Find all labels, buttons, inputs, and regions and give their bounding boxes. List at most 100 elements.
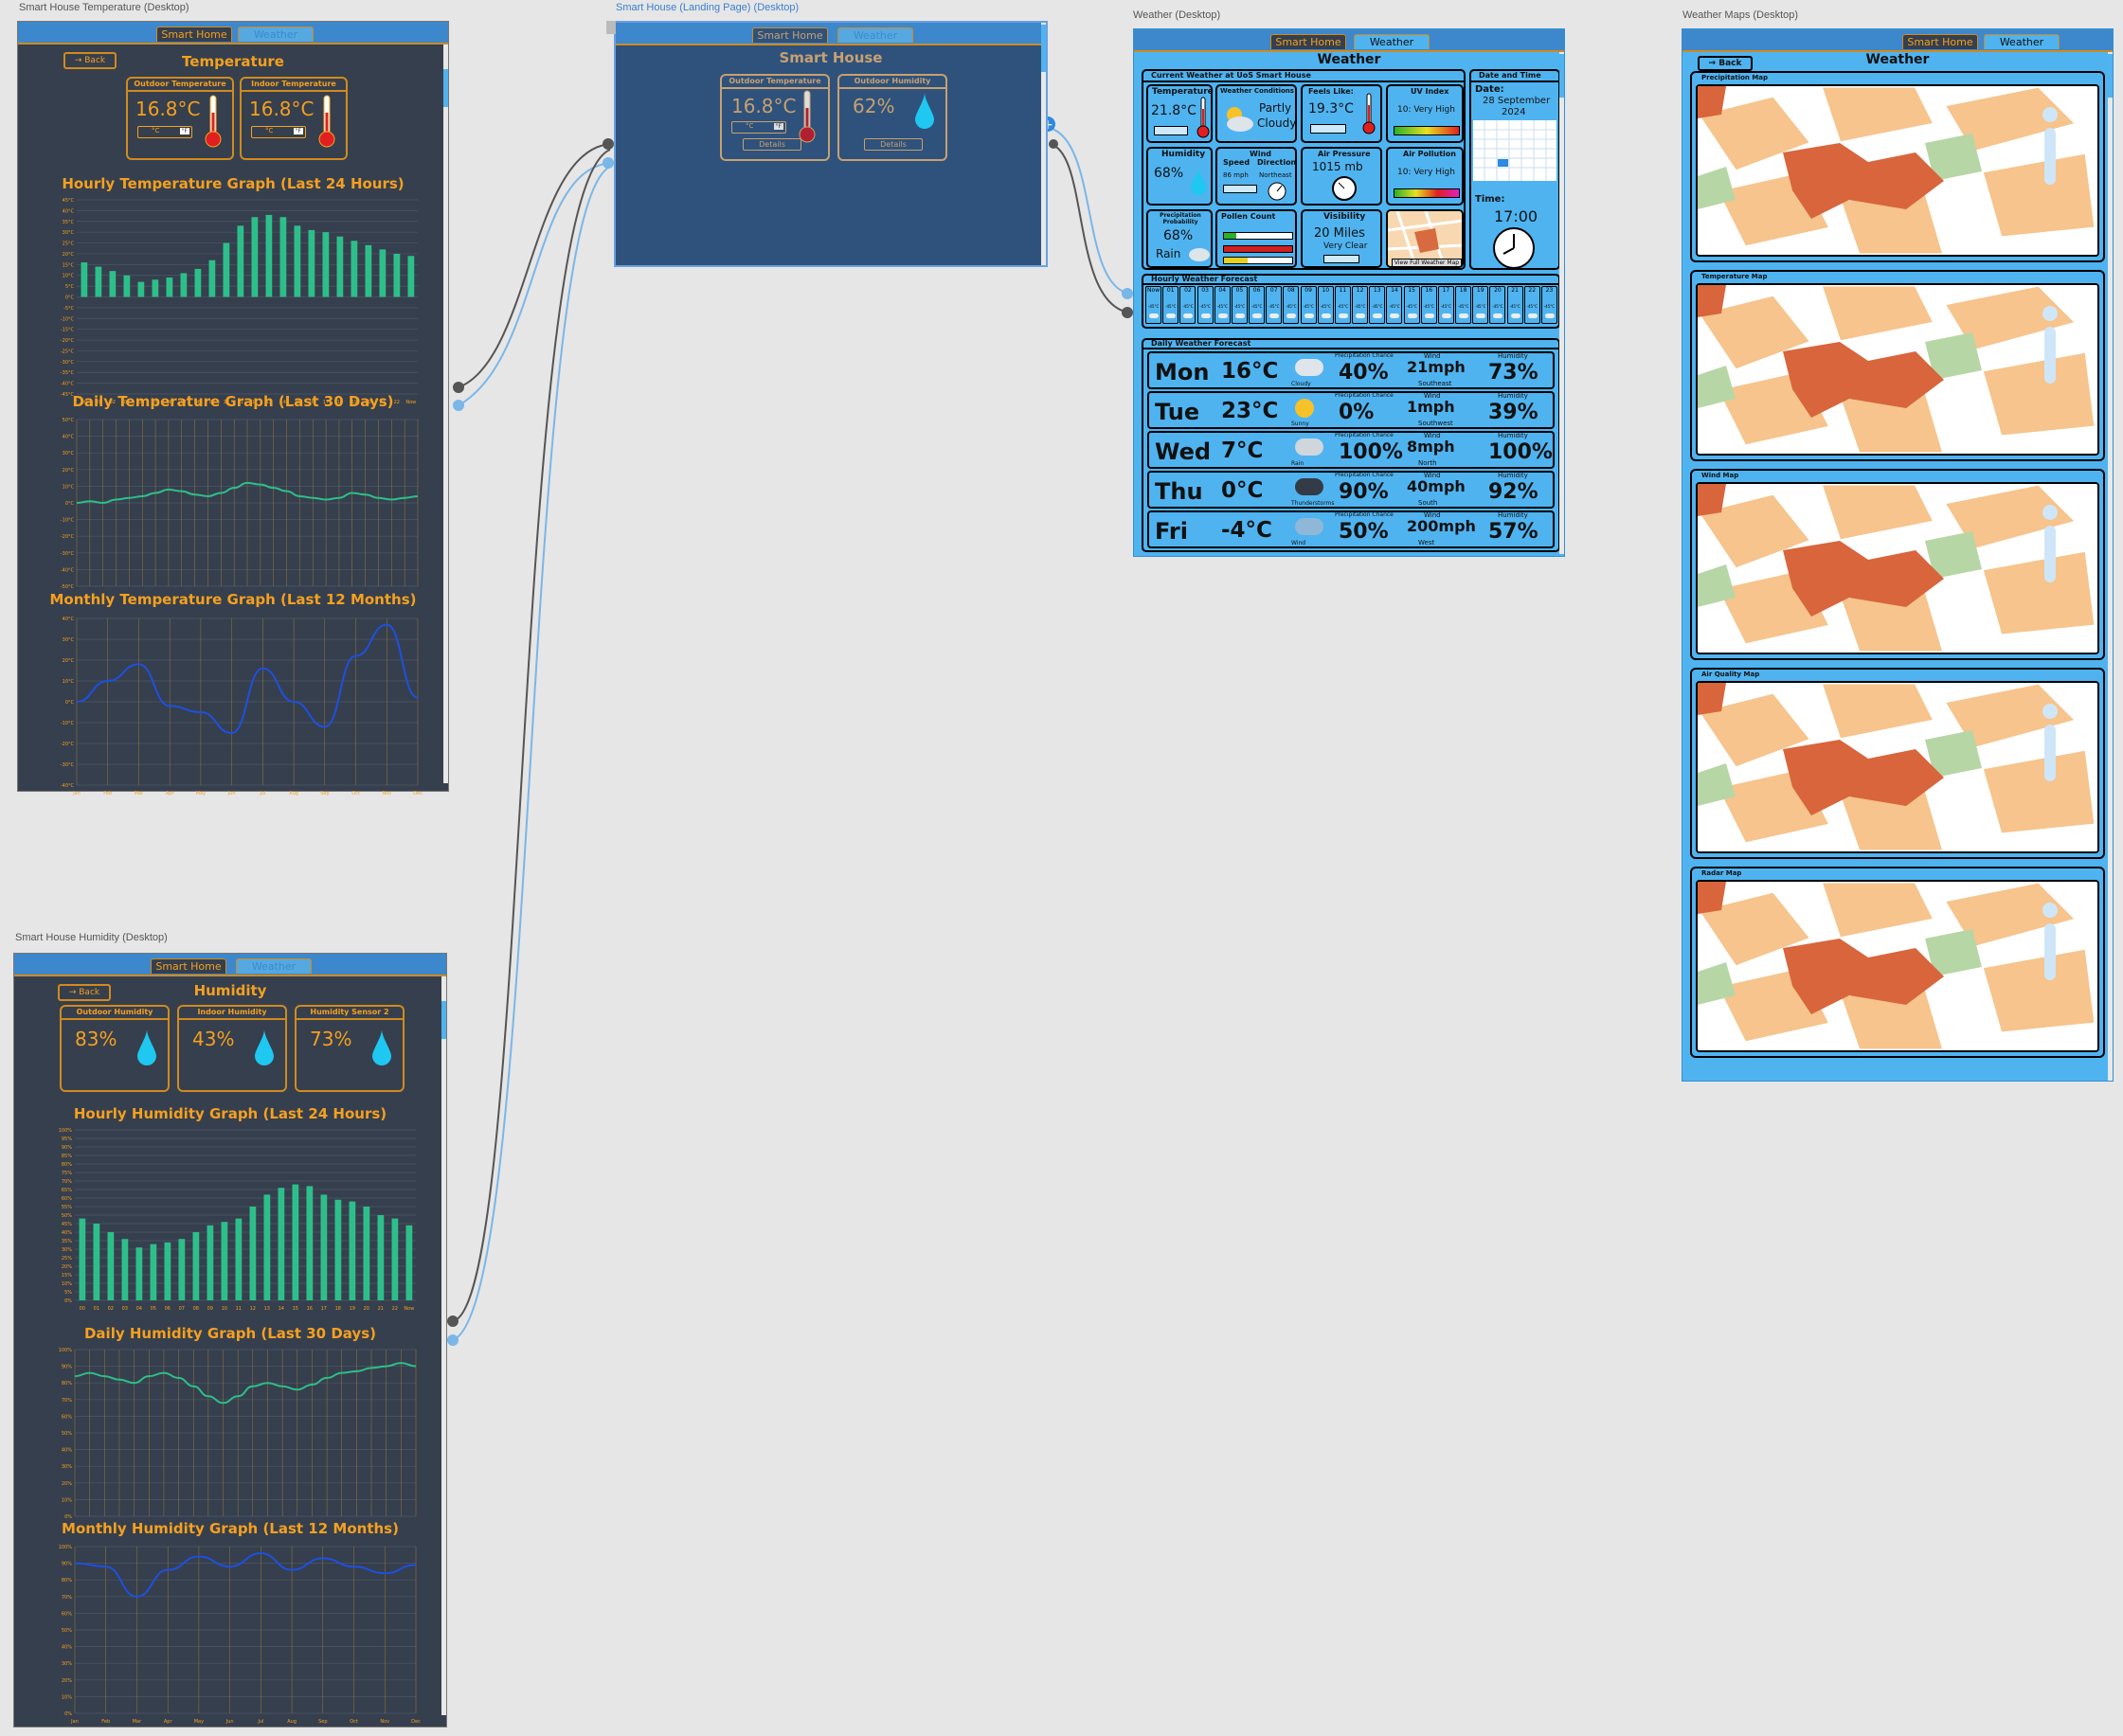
unit-toggle[interactable] [1154, 126, 1188, 135]
tab-weather[interactable]: Weather [236, 958, 312, 974]
x-tick-label: Sep [318, 1719, 327, 1725]
pollen-bar [1223, 257, 1293, 264]
wind-icon [1295, 518, 1323, 535]
tab-smart-home[interactable]: Smart Home [752, 27, 828, 43]
water-drop-icon [1191, 168, 1206, 195]
x-tick-label: Sep [320, 791, 329, 796]
y-tick-label: 45°C [63, 198, 75, 204]
connector-dot[interactable] [453, 382, 464, 393]
tab-weather[interactable]: Weather [1354, 34, 1430, 49]
hour-temp: -45°C [1372, 304, 1383, 309]
wind-value: 200mph [1407, 517, 1476, 535]
connector-dot[interactable] [447, 1315, 459, 1327]
cloud-icon [1286, 313, 1297, 318]
bar [81, 262, 88, 297]
cloud-icon [1390, 313, 1400, 318]
x-tick-label: Jun [225, 1719, 234, 1725]
hourly-temperature-chart: -45°C-40°C-35°C-30°C-25°C-20°C-15°C-10°C… [61, 198, 418, 405]
x-tick-label: 01 [94, 1306, 99, 1312]
map-view[interactable] [1696, 84, 2099, 257]
frame-label-maps: Weather Maps (Desktop) [1682, 9, 1799, 21]
y-tick-label: 80% [62, 1162, 72, 1168]
hour-label: 20 [1494, 287, 1502, 294]
tab-weather[interactable]: Weather [837, 27, 913, 43]
x-tick-label: 01 [96, 400, 101, 405]
unit-fahrenheit[interactable]: °F [179, 128, 189, 134]
unit-toggle[interactable]: °C °F [251, 126, 306, 138]
map-view[interactable] [1696, 880, 2099, 1052]
cloud-icon [1304, 313, 1314, 318]
y-tick-label: 40°C [63, 617, 75, 622]
unit-toggle[interactable] [1310, 124, 1346, 134]
unit-toggle[interactable]: °C °F [731, 121, 786, 134]
connector-dot[interactable] [603, 157, 614, 169]
tab-smart-home[interactable]: Smart Home [156, 27, 232, 42]
water-drop-icon [915, 93, 934, 129]
unit-toggle[interactable] [1323, 255, 1359, 263]
connector-dot[interactable] [1122, 307, 1133, 318]
wind-label: Wind [1424, 472, 1441, 479]
connector-dot[interactable] [603, 138, 614, 150]
back-button[interactable]: → Back [1698, 56, 1753, 71]
weather-maps-frame: Smart Home Weather → Back Weather Precip… [1682, 28, 2114, 1082]
y-tick-label: 100% [59, 1128, 73, 1134]
precip-label: Precipitation Chance [1335, 432, 1394, 438]
connector-dot[interactable] [1122, 288, 1133, 299]
unit-fahrenheit[interactable]: °F [773, 123, 783, 130]
pollen-count-tile: Pollen Count [1215, 209, 1297, 268]
scrollbar[interactable] [1559, 52, 1564, 554]
x-tick-label: 08 [195, 400, 201, 405]
date-time-panel: Date and Time Date: 28 September 2024 Ti… [1469, 69, 1560, 270]
back-button[interactable]: → Back [63, 52, 117, 69]
panel-title: Date and Time [1479, 71, 1541, 80]
x-tick-label: Apr [164, 1719, 173, 1725]
cloud-icon [1459, 313, 1468, 318]
y-tick-label: 20°C [63, 252, 75, 258]
tile-value-2: Cloudy [1257, 116, 1297, 130]
conditions-tile: Weather Conditions Partly Cloudy [1215, 84, 1297, 143]
tab-weather[interactable]: Weather [1984, 34, 2060, 49]
details-button[interactable]: Details [743, 138, 801, 151]
unit-celsius[interactable]: °C [152, 127, 160, 134]
map-view[interactable] [1696, 482, 2099, 654]
y-tick-label: 25% [62, 1256, 72, 1262]
hour-label: 17 [1442, 287, 1450, 294]
unit-toggle[interactable] [1223, 185, 1257, 193]
tab-weather[interactable]: Weather [238, 27, 314, 42]
tab-smart-home[interactable]: Smart Home [151, 958, 226, 974]
x-tick-label: Aug [287, 1719, 297, 1725]
unit-fahrenheit[interactable]: °F [293, 128, 303, 134]
calendar-widget[interactable] [1473, 120, 1556, 181]
hour-cell: 04-45°C [1214, 286, 1231, 324]
hour-temp: -45°C [1406, 304, 1417, 309]
details-button[interactable]: Details [864, 138, 923, 151]
unit-celsius[interactable]: °C [265, 127, 274, 134]
scrollbar[interactable] [1041, 23, 1046, 265]
card-title: Indoor Humidity [179, 1007, 285, 1020]
unit-toggle[interactable]: °C °F [137, 126, 192, 138]
precipitation-tile: Precipitation Probability 68% Rain [1146, 209, 1213, 268]
tile-value: 68% [1163, 228, 1194, 243]
hour-label: 06 [1252, 287, 1261, 294]
connector-dot[interactable] [453, 400, 464, 411]
current-weather-panel: Current Weather at UoS Smart House Tempe… [1142, 69, 1466, 270]
tab-smart-home[interactable]: Smart Home [1270, 34, 1346, 49]
map-view[interactable] [1696, 681, 2099, 853]
connector-dot[interactable] [1049, 139, 1058, 149]
scrollbar[interactable] [443, 45, 448, 783]
hour-temp: -45°C [1457, 304, 1469, 309]
scrollbar[interactable] [441, 976, 446, 1715]
water-drop-icon [137, 1029, 156, 1065]
y-tick-label: 85% [62, 1154, 72, 1159]
frame-handle[interactable] [606, 21, 616, 34]
view-map-button[interactable]: View Full Weather Map [1392, 259, 1462, 266]
scrollbar[interactable] [2108, 52, 2113, 1081]
connector-dot[interactable] [447, 1334, 459, 1346]
hour-label: 01 [1166, 287, 1175, 294]
unit-celsius[interactable]: °C [746, 122, 754, 130]
back-button[interactable]: → Back [58, 984, 111, 1001]
tab-smart-home[interactable]: Smart Home [1902, 34, 1978, 49]
map-panel: Precipitation Map [1690, 71, 2105, 262]
map-view[interactable] [1696, 283, 2099, 456]
